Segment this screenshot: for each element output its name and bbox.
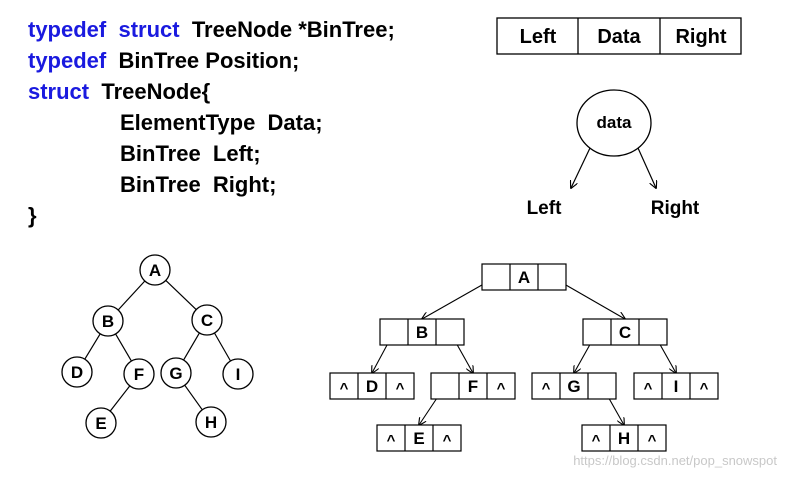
- linked-node-c: C: [582, 318, 668, 346]
- tree-edge-b-d: [84, 333, 101, 360]
- linked-node-data: B: [416, 323, 428, 342]
- left-null-symbol: ^: [592, 432, 601, 449]
- left-pointer-label: Left: [527, 198, 563, 219]
- code-line: }: [28, 200, 395, 231]
- linked-node-e: E ^ ^: [376, 424, 462, 452]
- linked-node-box: [633, 372, 719, 400]
- code-line: struct TreeNode{: [28, 76, 395, 107]
- node-structure: Left Data Right data Left Right: [496, 17, 742, 219]
- code-text: TreeNode *BinTree;: [179, 17, 395, 42]
- linked-node-data: H: [618, 429, 630, 448]
- right-pointer-arrow: [637, 147, 656, 188]
- tree-node-label: D: [71, 363, 83, 382]
- tree-node-label: C: [201, 311, 213, 330]
- tree-node-label: A: [149, 261, 161, 280]
- linked-node-box: [379, 318, 465, 346]
- right-pointer-label: Right: [651, 198, 700, 219]
- tree-edge-g-h: [184, 384, 203, 411]
- linked-node-d: D ^ ^: [329, 372, 415, 400]
- code-line: typedef BinTree Position;: [28, 45, 395, 76]
- tree-node-e: [85, 407, 117, 439]
- code-line: BinTree Left;: [28, 138, 395, 169]
- tree-nodes: A B C D F G I E H: [61, 254, 254, 439]
- tree-node-a: [139, 254, 171, 286]
- code-text: TreeNode{: [89, 79, 211, 104]
- code-text: BinTree Right;: [120, 172, 277, 197]
- right-null-symbol: ^: [443, 432, 452, 449]
- code-line: BinTree Right;: [28, 169, 395, 200]
- right-null-symbol: ^: [700, 380, 709, 397]
- tree-node-label: F: [134, 365, 144, 384]
- linked-node-box: [581, 424, 667, 452]
- linked-node-box: [531, 372, 617, 400]
- tree-edge-a-b: [117, 280, 146, 311]
- tree-edge-f-e: [109, 385, 131, 412]
- linked-edges: [372, 276, 676, 425]
- field-box: [496, 17, 742, 55]
- tree-node-f: [123, 358, 155, 390]
- tree-node-label: B: [102, 312, 114, 331]
- code-keyword: struct: [28, 79, 90, 104]
- code-line: typedef struct TreeNode *BinTree;: [28, 14, 395, 45]
- linked-node-data: G: [567, 377, 580, 396]
- linked-node-f: F^: [430, 372, 516, 400]
- field-left-label: Left: [520, 26, 557, 48]
- left-null-symbol: ^: [387, 432, 396, 449]
- tree-node-c: [191, 304, 223, 336]
- data-circle: [576, 89, 652, 157]
- linked-node-i: I ^ ^: [633, 372, 719, 400]
- linked-node-b: B: [379, 318, 465, 346]
- linked-node-box: [329, 372, 415, 400]
- code-text: BinTree Position;: [106, 48, 300, 73]
- tree-node-i: [222, 358, 254, 390]
- left-null-symbol: ^: [644, 380, 653, 397]
- linked-node-data: D: [366, 377, 378, 396]
- tree-edges: [84, 279, 232, 412]
- linked-node-box: [376, 424, 462, 452]
- tree-node-label: I: [236, 365, 241, 384]
- linked-node-g: G^: [531, 372, 617, 400]
- code-listing: typedef struct TreeNode *BinTree;typedef…: [28, 14, 395, 231]
- tree-node-d: [61, 356, 93, 388]
- left-pointer-arrow: [571, 147, 591, 188]
- code-text: ElementType Data;: [120, 110, 323, 135]
- tree-node-g: [160, 357, 192, 389]
- tree-node-label: G: [169, 364, 182, 383]
- right-null-symbol: ^: [396, 380, 405, 397]
- linked-node-data: A: [518, 268, 530, 287]
- field-right-label: Right: [675, 26, 726, 48]
- tree-node-label: E: [95, 414, 106, 433]
- watermark: https://blog.csdn.net/pop_snowspot: [573, 453, 777, 468]
- code-text: BinTree Left;: [120, 141, 261, 166]
- code-keyword: typedef: [28, 17, 107, 42]
- code-keyword: struct: [118, 17, 180, 42]
- linked-node-box: [430, 372, 516, 400]
- tree-node-b: [92, 305, 124, 337]
- code-keyword: typedef: [28, 48, 107, 73]
- tree-node-label: H: [205, 413, 217, 432]
- tree-node-h: [195, 406, 227, 438]
- linked-node-box: [582, 318, 668, 346]
- left-null-symbol: ^: [542, 380, 551, 397]
- field-data-label: Data: [597, 26, 641, 48]
- linked-node-box: [481, 263, 567, 291]
- linked-node-data: E: [413, 429, 424, 448]
- linked-node-data: C: [619, 323, 631, 342]
- tree-edge-c-i: [213, 332, 232, 362]
- linked-node-data: F: [468, 377, 478, 396]
- data-circle-label: data: [597, 113, 633, 132]
- tree-edge-c-g: [183, 332, 200, 361]
- linked-node-a: A: [481, 263, 567, 291]
- tree-edge-a-c: [165, 279, 197, 311]
- code-line: ElementType Data;: [28, 107, 395, 138]
- code-text: }: [28, 203, 37, 228]
- left-null-symbol: ^: [340, 380, 349, 397]
- right-null-symbol: ^: [648, 432, 657, 449]
- tree-edge-b-f: [115, 333, 132, 362]
- right-null-symbol: ^: [497, 380, 506, 397]
- linked-node-data: I: [674, 377, 679, 396]
- linked-node-h: H ^ ^: [581, 424, 667, 452]
